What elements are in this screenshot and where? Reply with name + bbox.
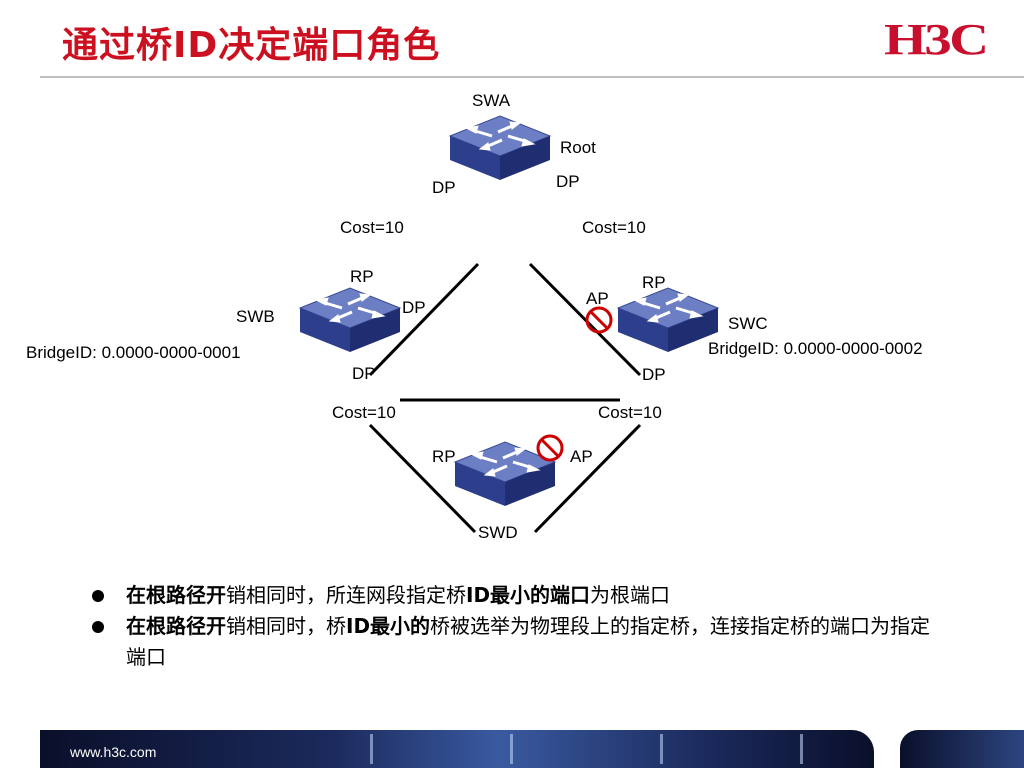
footer-decoration <box>660 734 663 764</box>
switch-swa-icon <box>448 114 552 182</box>
port-swb-bottom: DP <box>352 364 376 383</box>
links <box>368 262 642 534</box>
link-swa-swc <box>528 262 642 377</box>
switch-swb-icon <box>298 286 402 354</box>
port-swd-right: AP <box>570 447 593 466</box>
title-divider <box>40 76 1024 78</box>
port-swc-top: RP <box>642 273 666 292</box>
blocked-port-swc-icon <box>585 306 613 334</box>
swd-name: SWD <box>478 523 518 542</box>
footer-url-link[interactable]: www.h3c.com <box>70 744 157 760</box>
cost-swa-swc: Cost=10 <box>582 218 646 237</box>
cost-swb-swd: Cost=10 <box>332 403 396 422</box>
link-swc-swd <box>533 423 642 534</box>
swb-name: SWB <box>236 307 275 326</box>
stp-topology-diagram: SWA Root SWB BridgeID: 0.0000-0000-0001 … <box>26 91 923 542</box>
cost-swa-swb: Cost=10 <box>340 218 404 237</box>
port-swb-top: RP <box>350 267 374 286</box>
swb-bridge-id: BridgeID: 0.0000-0000-0001 <box>26 343 241 362</box>
footer-decoration <box>510 734 513 764</box>
bullet-item: 在根路径开销相同时，所连网段指定桥ID最小的端口为根端口 <box>90 580 950 611</box>
port-swd-left: RP <box>432 447 456 466</box>
footer-decoration <box>800 734 803 764</box>
bullet-dot-icon <box>92 590 104 602</box>
blocked-port-swd-icon <box>536 434 564 462</box>
port-swa-left: DP <box>432 178 456 197</box>
link-swb-swd <box>368 423 477 534</box>
swa-root-note: Root <box>560 138 596 157</box>
swc-bridge-id: BridgeID: 0.0000-0000-0002 <box>708 339 923 358</box>
port-swc-bottom: DP <box>642 365 666 384</box>
footer-decoration <box>370 734 373 764</box>
bullet-item: 在根路径开销相同时，桥ID最小的桥被选举为物理段上的指定桥，连接指定桥的端口为指… <box>90 611 950 673</box>
link-swa-swb <box>368 262 480 377</box>
page-title: 通过桥ID决定端口角色 <box>62 25 441 66</box>
swa-name: SWA <box>472 91 511 110</box>
footer-banner-right <box>900 730 1024 768</box>
footer-banner: www.h3c.com <box>40 730 874 768</box>
bullet-list: 在根路径开销相同时，所连网段指定桥ID最小的端口为根端口 在根路径开销相同时，桥… <box>90 580 950 673</box>
port-swc-left: AP <box>586 289 609 308</box>
cost-swc-swd: Cost=10 <box>598 403 662 422</box>
switch-swc-icon <box>616 286 720 354</box>
h3c-logo: H3C <box>884 15 989 64</box>
port-swa-right: DP <box>556 172 580 191</box>
swc-name: SWC <box>728 314 768 333</box>
bullet-dot-icon <box>92 621 104 633</box>
port-swb-right: DP <box>402 298 426 317</box>
